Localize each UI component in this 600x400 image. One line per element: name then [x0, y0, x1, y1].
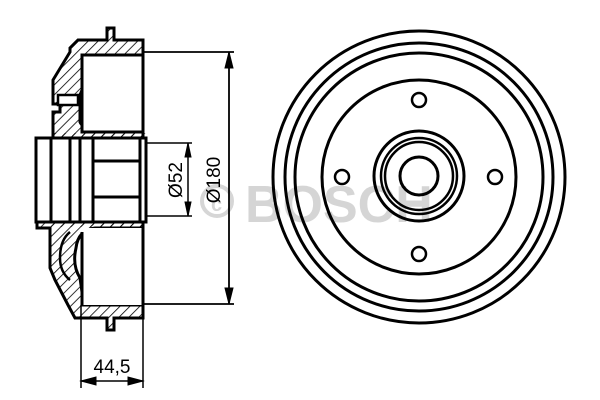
hub-outer-ring [372, 129, 466, 223]
svg-text:c: c [211, 194, 222, 216]
watermark: c BOSCH [200, 176, 433, 234]
hub-section [34, 133, 148, 227]
front-view [271, 29, 567, 325]
bolt-hole-top [410, 91, 428, 109]
bolt-hole-right [486, 168, 504, 186]
lower-drum-cavity [82, 228, 143, 305]
bolt-hole-left [333, 168, 351, 186]
dimension-lines [79, 51, 234, 388]
cross-section-view [34, 26, 148, 332]
upper-slot [56, 93, 80, 107]
drum-ring-2 [283, 41, 555, 313]
drum-inner-ring [320, 78, 518, 276]
drum-ring-3 [293, 51, 545, 303]
dim-label-outer-diameter: Ø180 [204, 157, 225, 203]
hub-bore [398, 155, 440, 197]
bolt-hole-bottom [410, 245, 428, 263]
lower-lip-curve [58, 231, 71, 281]
drum-outer-ring [271, 29, 567, 325]
hub-ring-2 [379, 136, 459, 216]
upper-drum-cavity [80, 53, 145, 134]
dim-label-hub-bore: Ø52 [166, 162, 187, 198]
hub-ring-3 [383, 140, 455, 212]
dim-label-width: 44,5 [94, 357, 131, 378]
